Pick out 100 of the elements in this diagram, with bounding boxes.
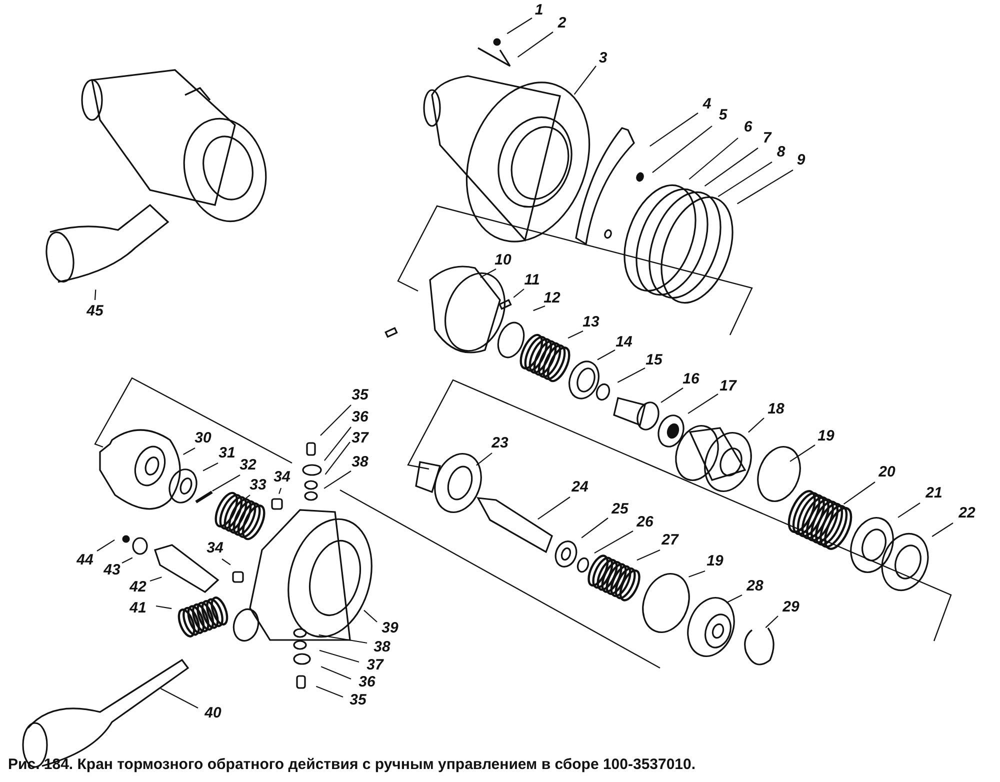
leader-line (324, 442, 350, 475)
leader-line (476, 452, 492, 466)
callout-number: 7 (762, 130, 772, 146)
leader-line (538, 496, 570, 520)
leader-line (222, 558, 231, 566)
callout-number: 30 (194, 430, 212, 446)
callout-number: 44 (76, 552, 94, 568)
callout-number: 37 (366, 658, 384, 672)
callout-number: 27 (662, 532, 678, 548)
callout-number: 14 (616, 334, 632, 350)
callout-number: 26 (636, 514, 654, 530)
callout-number: 23 (492, 436, 508, 450)
callout-number: 34 (274, 470, 290, 484)
leader-line (278, 488, 282, 494)
callout-number: 40 (204, 706, 222, 720)
callout-number: 1 (534, 2, 544, 18)
callout-number: 31 (218, 446, 236, 460)
leader-line (364, 610, 378, 622)
leader-line (688, 570, 706, 578)
callout-number: 11 (524, 272, 540, 288)
leader-line (156, 605, 172, 610)
leader-line (324, 470, 352, 489)
callout-number: 38 (374, 640, 390, 654)
leader-line (533, 305, 546, 312)
callout-number: 35 (350, 692, 366, 708)
leader-line (594, 530, 634, 554)
leader-line (202, 462, 218, 472)
callout-number: 28 (746, 578, 764, 594)
callout-number: 15 (646, 352, 662, 368)
leader-line (318, 634, 368, 644)
callout-number: 20 (878, 464, 896, 480)
leader-line (480, 268, 496, 278)
callout-number: 21 (926, 486, 942, 500)
callout-number: 37 (352, 430, 368, 446)
callout-number: 43 (104, 562, 120, 578)
callout-number: 45 (86, 304, 104, 318)
callout-number: 36 (358, 674, 376, 690)
callout-number: 24 (572, 480, 588, 494)
leader-line (636, 550, 660, 561)
callout-number: 10 (494, 252, 512, 268)
callout-number: 18 (768, 402, 784, 416)
callout-number: 17 (720, 378, 736, 394)
leader-line (212, 474, 240, 492)
leader-line (704, 148, 758, 186)
leader-line (94, 290, 96, 300)
leader-line (324, 426, 352, 461)
leader-line (843, 482, 876, 505)
leader-line (932, 522, 954, 537)
leader-line (898, 502, 920, 518)
leader-line (650, 112, 698, 147)
callout-number: 12 (544, 290, 560, 306)
leader-line (688, 394, 718, 414)
leader-line (243, 494, 250, 501)
leader-line (517, 32, 554, 58)
callout-number: 19 (706, 554, 724, 568)
leader-line (790, 444, 816, 462)
callout-number: 36 (352, 410, 368, 424)
leader-line (96, 539, 115, 552)
leader-line (718, 162, 772, 197)
callout-number: 32 (240, 458, 256, 472)
callout-number: 4 (702, 96, 712, 112)
leader-line (183, 448, 196, 455)
leader-line (660, 388, 684, 403)
leader-line (597, 350, 616, 360)
leader-line (160, 688, 198, 708)
callout-number: 5 (718, 108, 728, 122)
callout-number: 6 (744, 120, 752, 134)
callout-number: 19 (818, 428, 834, 444)
leader-line (617, 368, 646, 383)
leader-line (748, 418, 764, 433)
leader-line (513, 288, 524, 298)
callout-number: 33 (250, 478, 266, 492)
callout-number: 34 (206, 540, 224, 556)
leader-line (568, 330, 584, 339)
leader-line (319, 650, 360, 663)
callout-number: 2 (558, 16, 566, 30)
leader-line (506, 18, 532, 34)
callout-number: 41 (130, 600, 146, 616)
callout-number: 35 (352, 388, 368, 402)
leader-line (765, 616, 778, 628)
callout-number: 8 (776, 144, 786, 160)
leader-line (652, 126, 712, 174)
callout-number: 25 (612, 502, 628, 516)
leader-line (574, 66, 596, 95)
leader-line (320, 404, 352, 436)
leader-line (726, 594, 742, 604)
leader-line (122, 557, 133, 564)
callout-number: 9 (796, 152, 806, 168)
callout-number: 13 (582, 314, 600, 330)
leader-line (150, 576, 162, 582)
callout-number: 29 (782, 600, 800, 614)
leader-line (688, 138, 738, 180)
leader-line (320, 666, 352, 680)
callout-number: 39 (382, 620, 398, 636)
leader-line (736, 170, 794, 204)
callout-number: 3 (598, 50, 608, 66)
callout-number: 42 (130, 580, 146, 594)
leader-line (581, 518, 608, 538)
leader-line (316, 686, 344, 698)
callout-number: 38 (352, 454, 368, 470)
